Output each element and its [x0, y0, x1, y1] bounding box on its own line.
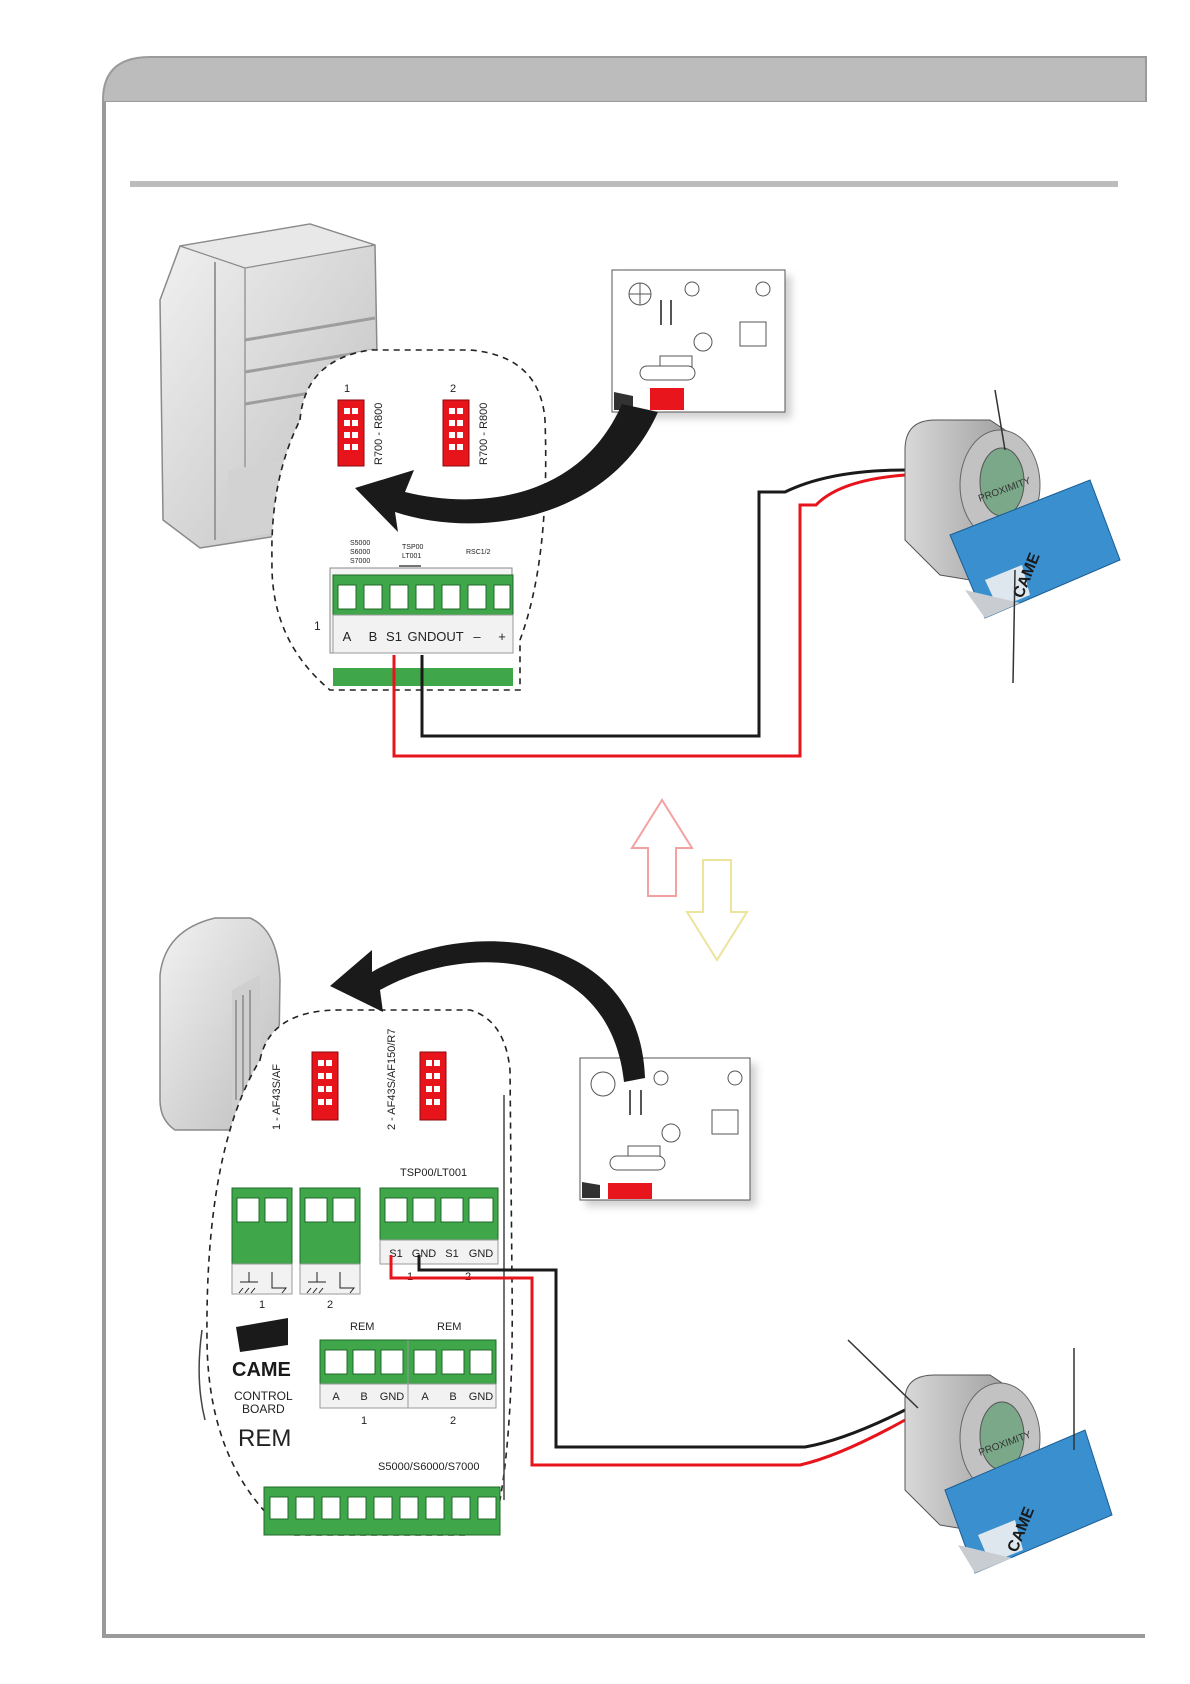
tsp-label: TSP00/LT001 [400, 1167, 467, 1179]
top-terminal-label-1: A [343, 629, 352, 644]
top-connector-1 [338, 400, 364, 466]
terminal-group-number: 1 [314, 619, 321, 633]
top-connector-1-number: 1 [344, 383, 350, 395]
bottom-connector-1-label: 1 - AF43S/AF [271, 1064, 283, 1130]
top-connector-2 [443, 400, 469, 466]
ground-group-number-2: 2 [327, 1299, 333, 1311]
rem-label-2: REM [437, 1321, 461, 1333]
rem-group-number-2: 2 [450, 1415, 456, 1427]
bottom-connector-2 [420, 1052, 446, 1120]
control-board-line2: BOARD [242, 1402, 285, 1416]
rem-terminal-label-1: A [332, 1391, 340, 1403]
rem-terminal-label-3: GND [380, 1391, 405, 1403]
rem-terminal-label-6: GND [469, 1391, 494, 1403]
bottom-board-label: S5000/S6000/S7000 [378, 1461, 480, 1473]
bottom-receiver-module [580, 1058, 750, 1200]
rem-label-1: REM [350, 1321, 374, 1333]
top-terminal-label-6: – [473, 629, 481, 644]
rem-terminal-label-4: A [421, 1391, 429, 1403]
swap-arrows [632, 800, 747, 960]
rem-terminal-label-5: B [449, 1391, 456, 1403]
board-name: REM [238, 1425, 291, 1452]
tsp-terminal-label-3: S1 [445, 1248, 458, 1260]
label-s5000: S5000 [350, 540, 370, 547]
came-brand: CAME [232, 1359, 291, 1381]
rem-group-number-1: 1 [361, 1415, 367, 1427]
top-connector-2-label: R700 - R800 [478, 403, 490, 465]
bottom-connector-2-label: 2 - AF43S/AF150/R7 [386, 1029, 398, 1131]
tsp-terminal-label-4: GND [469, 1248, 494, 1260]
bottom-connector-1 [312, 1052, 338, 1120]
bottom-reader-leader-line [848, 1340, 918, 1408]
bottom-green-strip [264, 1487, 500, 1535]
top-terminal-label-2: B [369, 629, 378, 644]
top-connector-2-number: 2 [450, 383, 456, 395]
ground-group-number-1: 1 [259, 1299, 265, 1311]
top-terminal-label-3: S1 [386, 629, 402, 644]
label-lt001: LT001 [402, 553, 421, 560]
label-s7000: S7000 [350, 558, 370, 565]
top-terminal-label-4: GND [408, 629, 437, 644]
tsp-terminal-label-2: GND [412, 1248, 437, 1260]
label-rsc: RSC1/2 [466, 549, 491, 556]
control-board-line1: CONTROL [234, 1389, 293, 1403]
top-terminal-label-7: + [498, 629, 506, 644]
rem-terminal-label-2: B [360, 1391, 367, 1403]
top-terminal-label-5: OUT [436, 629, 464, 644]
top-connector-1-label: R700 - R800 [373, 403, 385, 465]
top-receiver-module [612, 270, 785, 412]
label-s6000: S6000 [350, 549, 370, 556]
label-tsp00: TSP00 [402, 544, 424, 551]
